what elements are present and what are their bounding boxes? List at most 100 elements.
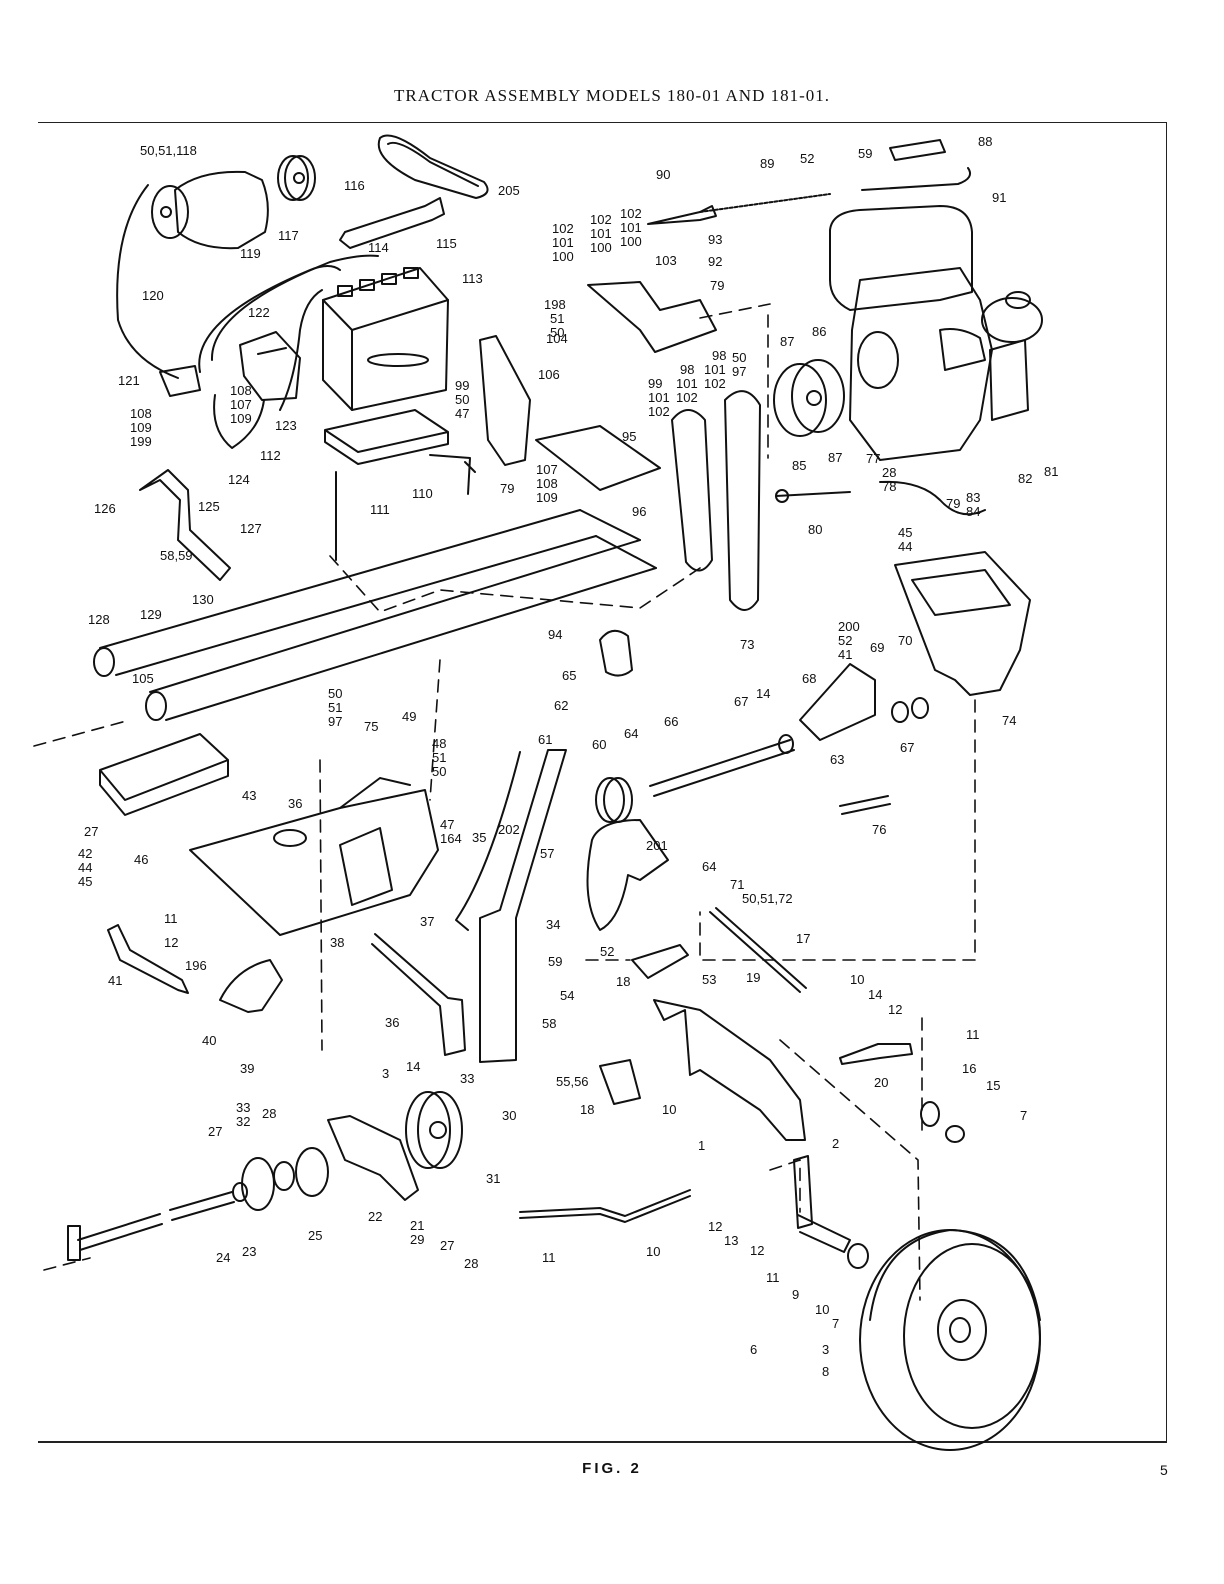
callout-label: 101 <box>620 220 642 235</box>
callout-label: 104 <box>546 331 568 346</box>
callout-label: 52 <box>800 151 814 166</box>
callout-label: 205 <box>498 183 520 198</box>
callout-label: 71 <box>730 877 744 892</box>
callout-label: 98 <box>712 348 726 363</box>
callout-label: 50 <box>455 392 469 407</box>
callout-label: 3 <box>382 1066 389 1081</box>
callout-label: 106 <box>538 367 560 382</box>
callout-label: 77 <box>866 451 880 466</box>
callout-label: 114 <box>368 240 389 255</box>
callout-label: 67 <box>900 740 914 755</box>
callout-label: 117 <box>278 228 299 243</box>
callout-label: 28 <box>262 1106 276 1121</box>
callout-label: 83 <box>966 490 980 505</box>
callout-label: 30 <box>502 1108 516 1123</box>
callout-label: 97 <box>732 364 746 379</box>
callout-label: 55,56 <box>556 1074 589 1089</box>
callout-label: 202 <box>498 822 520 837</box>
callout-label: 13 <box>724 1233 738 1248</box>
callout-label: 19 <box>746 970 760 985</box>
control-plate <box>587 281 717 353</box>
callout-label: 122 <box>248 305 270 320</box>
callout-label: 57 <box>540 846 554 861</box>
callout-label: 102 <box>552 221 574 236</box>
callout-label: 51 <box>550 311 564 326</box>
callout-label: 45 <box>78 874 92 889</box>
callout-label: 50 <box>432 764 446 779</box>
rod-34 <box>371 933 466 1056</box>
callout-label: 109 <box>536 490 558 505</box>
callout-label: 107 <box>536 462 558 477</box>
callout-label: 29 <box>410 1232 424 1247</box>
callout-label: 67 <box>734 694 748 709</box>
callout-label: 50,51,72 <box>742 891 793 906</box>
gas-pedal <box>139 469 231 581</box>
callout-label: 81 <box>1044 464 1058 479</box>
callout-label: 35 <box>472 830 486 845</box>
callout-label: 107 <box>230 397 252 412</box>
callout-label: 113 <box>462 271 483 286</box>
front-wheel <box>859 1229 1041 1451</box>
support-plate <box>479 335 531 466</box>
v-belt-73 <box>724 390 761 611</box>
callout-label: 66 <box>664 714 678 729</box>
callout-label: 80 <box>808 522 822 537</box>
callout-label: 96 <box>632 504 646 519</box>
callout-label: 43 <box>242 788 256 803</box>
callout-label: 101 <box>676 376 698 391</box>
callout-label: 28 <box>464 1256 478 1271</box>
callout-label: 41 <box>838 647 852 662</box>
callout-label: 70 <box>898 633 912 648</box>
callout-label: 23 <box>242 1244 256 1259</box>
cable-124 <box>213 394 265 449</box>
callout-label: 53 <box>702 972 716 987</box>
callout-label: 41 <box>108 973 122 988</box>
v-belt-96 <box>671 409 713 572</box>
callout-label: 105 <box>132 671 154 686</box>
callout-label: 119 <box>240 246 261 261</box>
hub-24 <box>232 1147 329 1211</box>
lever <box>479 749 567 1063</box>
assembly-centerlines <box>33 303 976 1301</box>
callout-label: 6 <box>750 1342 757 1357</box>
callout-label: 111 <box>370 502 390 517</box>
callout-label: 14 <box>756 686 770 701</box>
clutch-bracket <box>327 1115 419 1201</box>
pulley-63 <box>595 777 633 823</box>
spring-rod <box>699 193 831 213</box>
callout-label: 100 <box>590 240 612 255</box>
callout-label: 36 <box>288 796 302 811</box>
callout-label: 50 <box>732 350 746 365</box>
callout-label: 128 <box>88 612 110 627</box>
callout-label: 24 <box>216 1250 230 1265</box>
callout-label: 100 <box>620 234 642 249</box>
callout-label: 12 <box>750 1243 764 1258</box>
callout-label: 63 <box>830 752 844 767</box>
callout-label: 64 <box>624 726 638 741</box>
callout-label: 99 <box>455 378 469 393</box>
callout-label: 14 <box>868 987 882 1002</box>
callout-label: 75 <box>364 719 378 734</box>
callout-label: 123 <box>275 418 297 433</box>
callout-label: 54 <box>560 988 574 1003</box>
callout-label: 51 <box>328 700 342 715</box>
engine <box>829 205 1043 461</box>
callout-label: 87 <box>780 334 794 349</box>
arm-20 <box>839 1043 913 1065</box>
callout-label: 127 <box>240 521 262 536</box>
callout-label: 39 <box>240 1061 254 1076</box>
sector-gear <box>219 959 283 1013</box>
clutch-pulley <box>405 1091 463 1169</box>
callout-label: 116 <box>344 178 365 193</box>
callout-label: 18 <box>616 974 630 989</box>
callout-label: 10 <box>815 1302 829 1317</box>
callout-label: 198 <box>544 297 566 312</box>
callout-label: 68 <box>802 671 816 686</box>
callout-label: 101 <box>590 226 612 241</box>
callout-label: 40 <box>202 1033 216 1048</box>
callout-label: 74 <box>1002 713 1016 728</box>
callout-label: 108 <box>130 406 152 421</box>
callout-label: 49 <box>402 709 416 724</box>
throttle-rod <box>861 167 971 191</box>
